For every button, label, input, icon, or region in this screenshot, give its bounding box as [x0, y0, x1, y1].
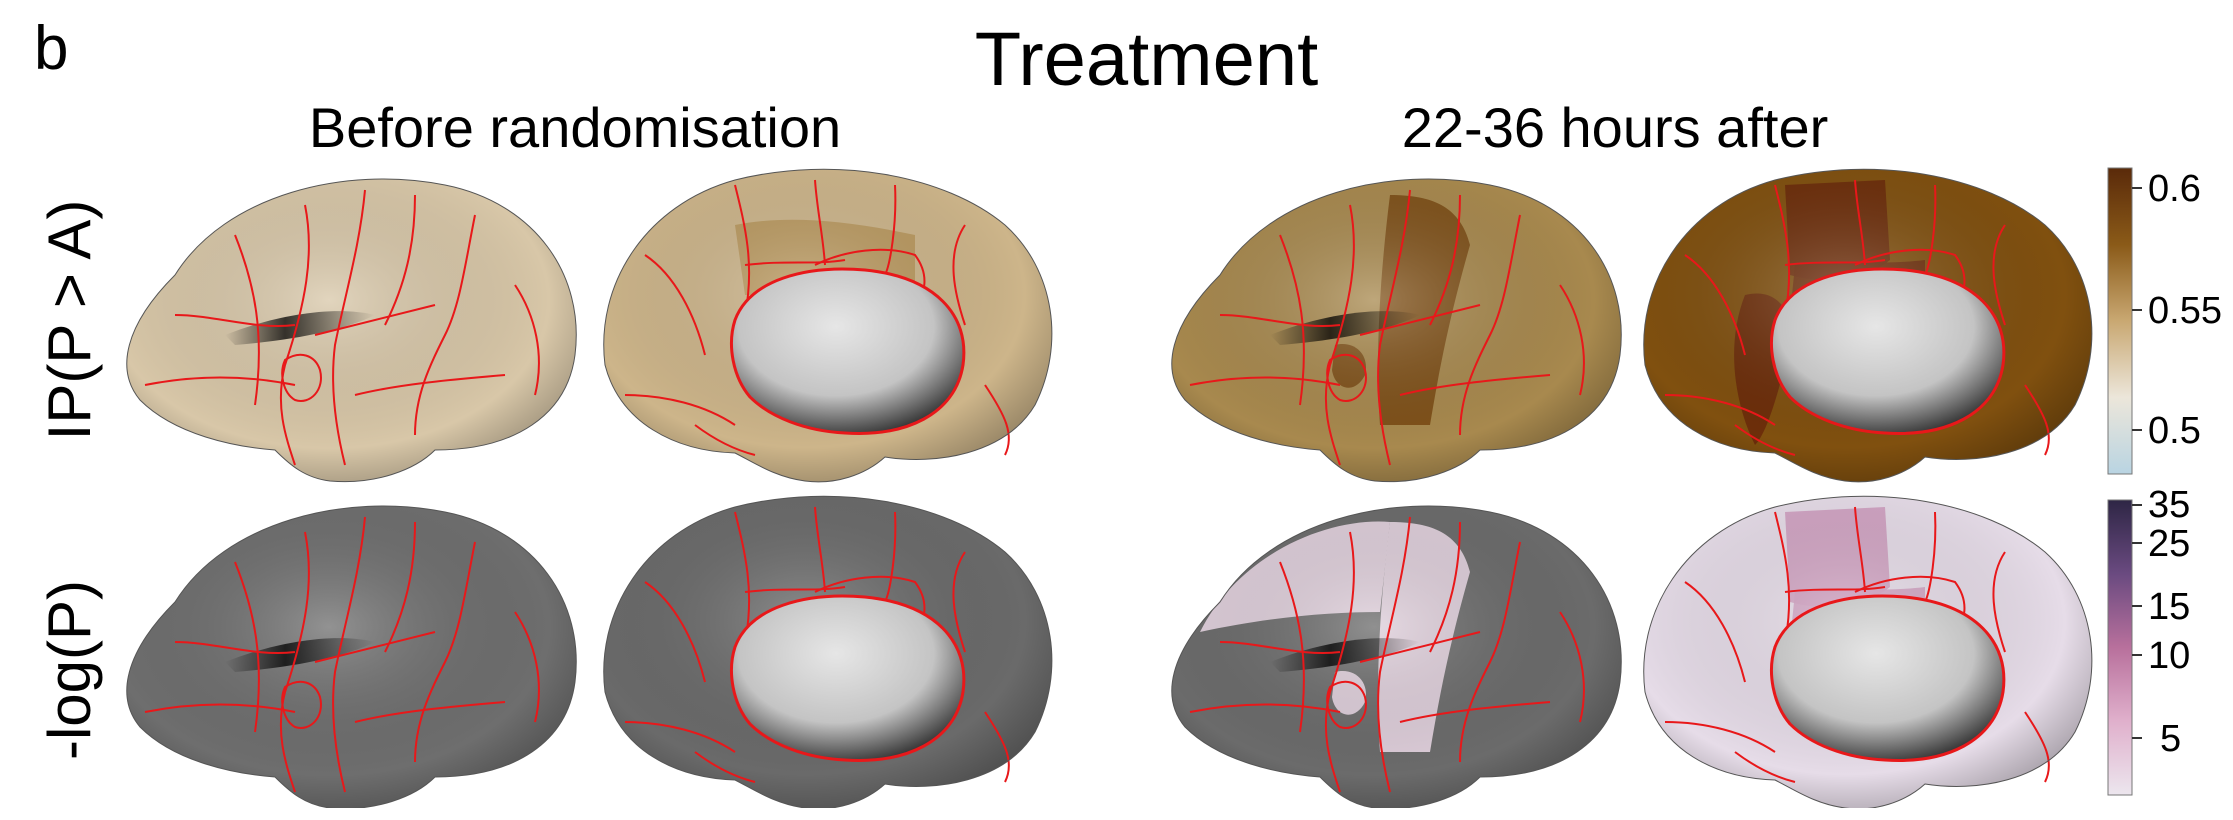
probability-colorbar	[2107, 167, 2133, 475]
medial-brain	[603, 168, 1053, 483]
neglogp-tick-4: 5	[2160, 718, 2182, 760]
neglogp-tick-0: 35	[2148, 484, 2191, 526]
probability-tick-1: 0.55	[2148, 290, 2222, 332]
column-title-after: 22-36 hours after	[1401, 96, 1829, 159]
medial-brain	[1643, 495, 2093, 808]
probability-tick-2: 0.5	[2148, 410, 2201, 452]
lateral-brain	[1171, 178, 1622, 483]
lateral-brain	[126, 178, 577, 483]
neglogp-tick-3: 10	[2148, 635, 2191, 677]
probability-tick-0: 0.6	[2148, 168, 2201, 210]
lateral-brain	[126, 505, 577, 808]
neglogp-colorbar	[2107, 499, 2133, 796]
panel-letter: b	[34, 14, 69, 83]
medial-brain	[603, 495, 1053, 808]
lateral-brain	[1171, 505, 1622, 808]
neglogp-tick-2: 15	[2148, 586, 2191, 628]
medial-brain	[1643, 168, 2093, 483]
figure-title: Treatment	[974, 17, 1319, 102]
neglogp-tick-1: 25	[2148, 523, 2191, 565]
column-title-before: Before randomisation	[308, 96, 842, 159]
